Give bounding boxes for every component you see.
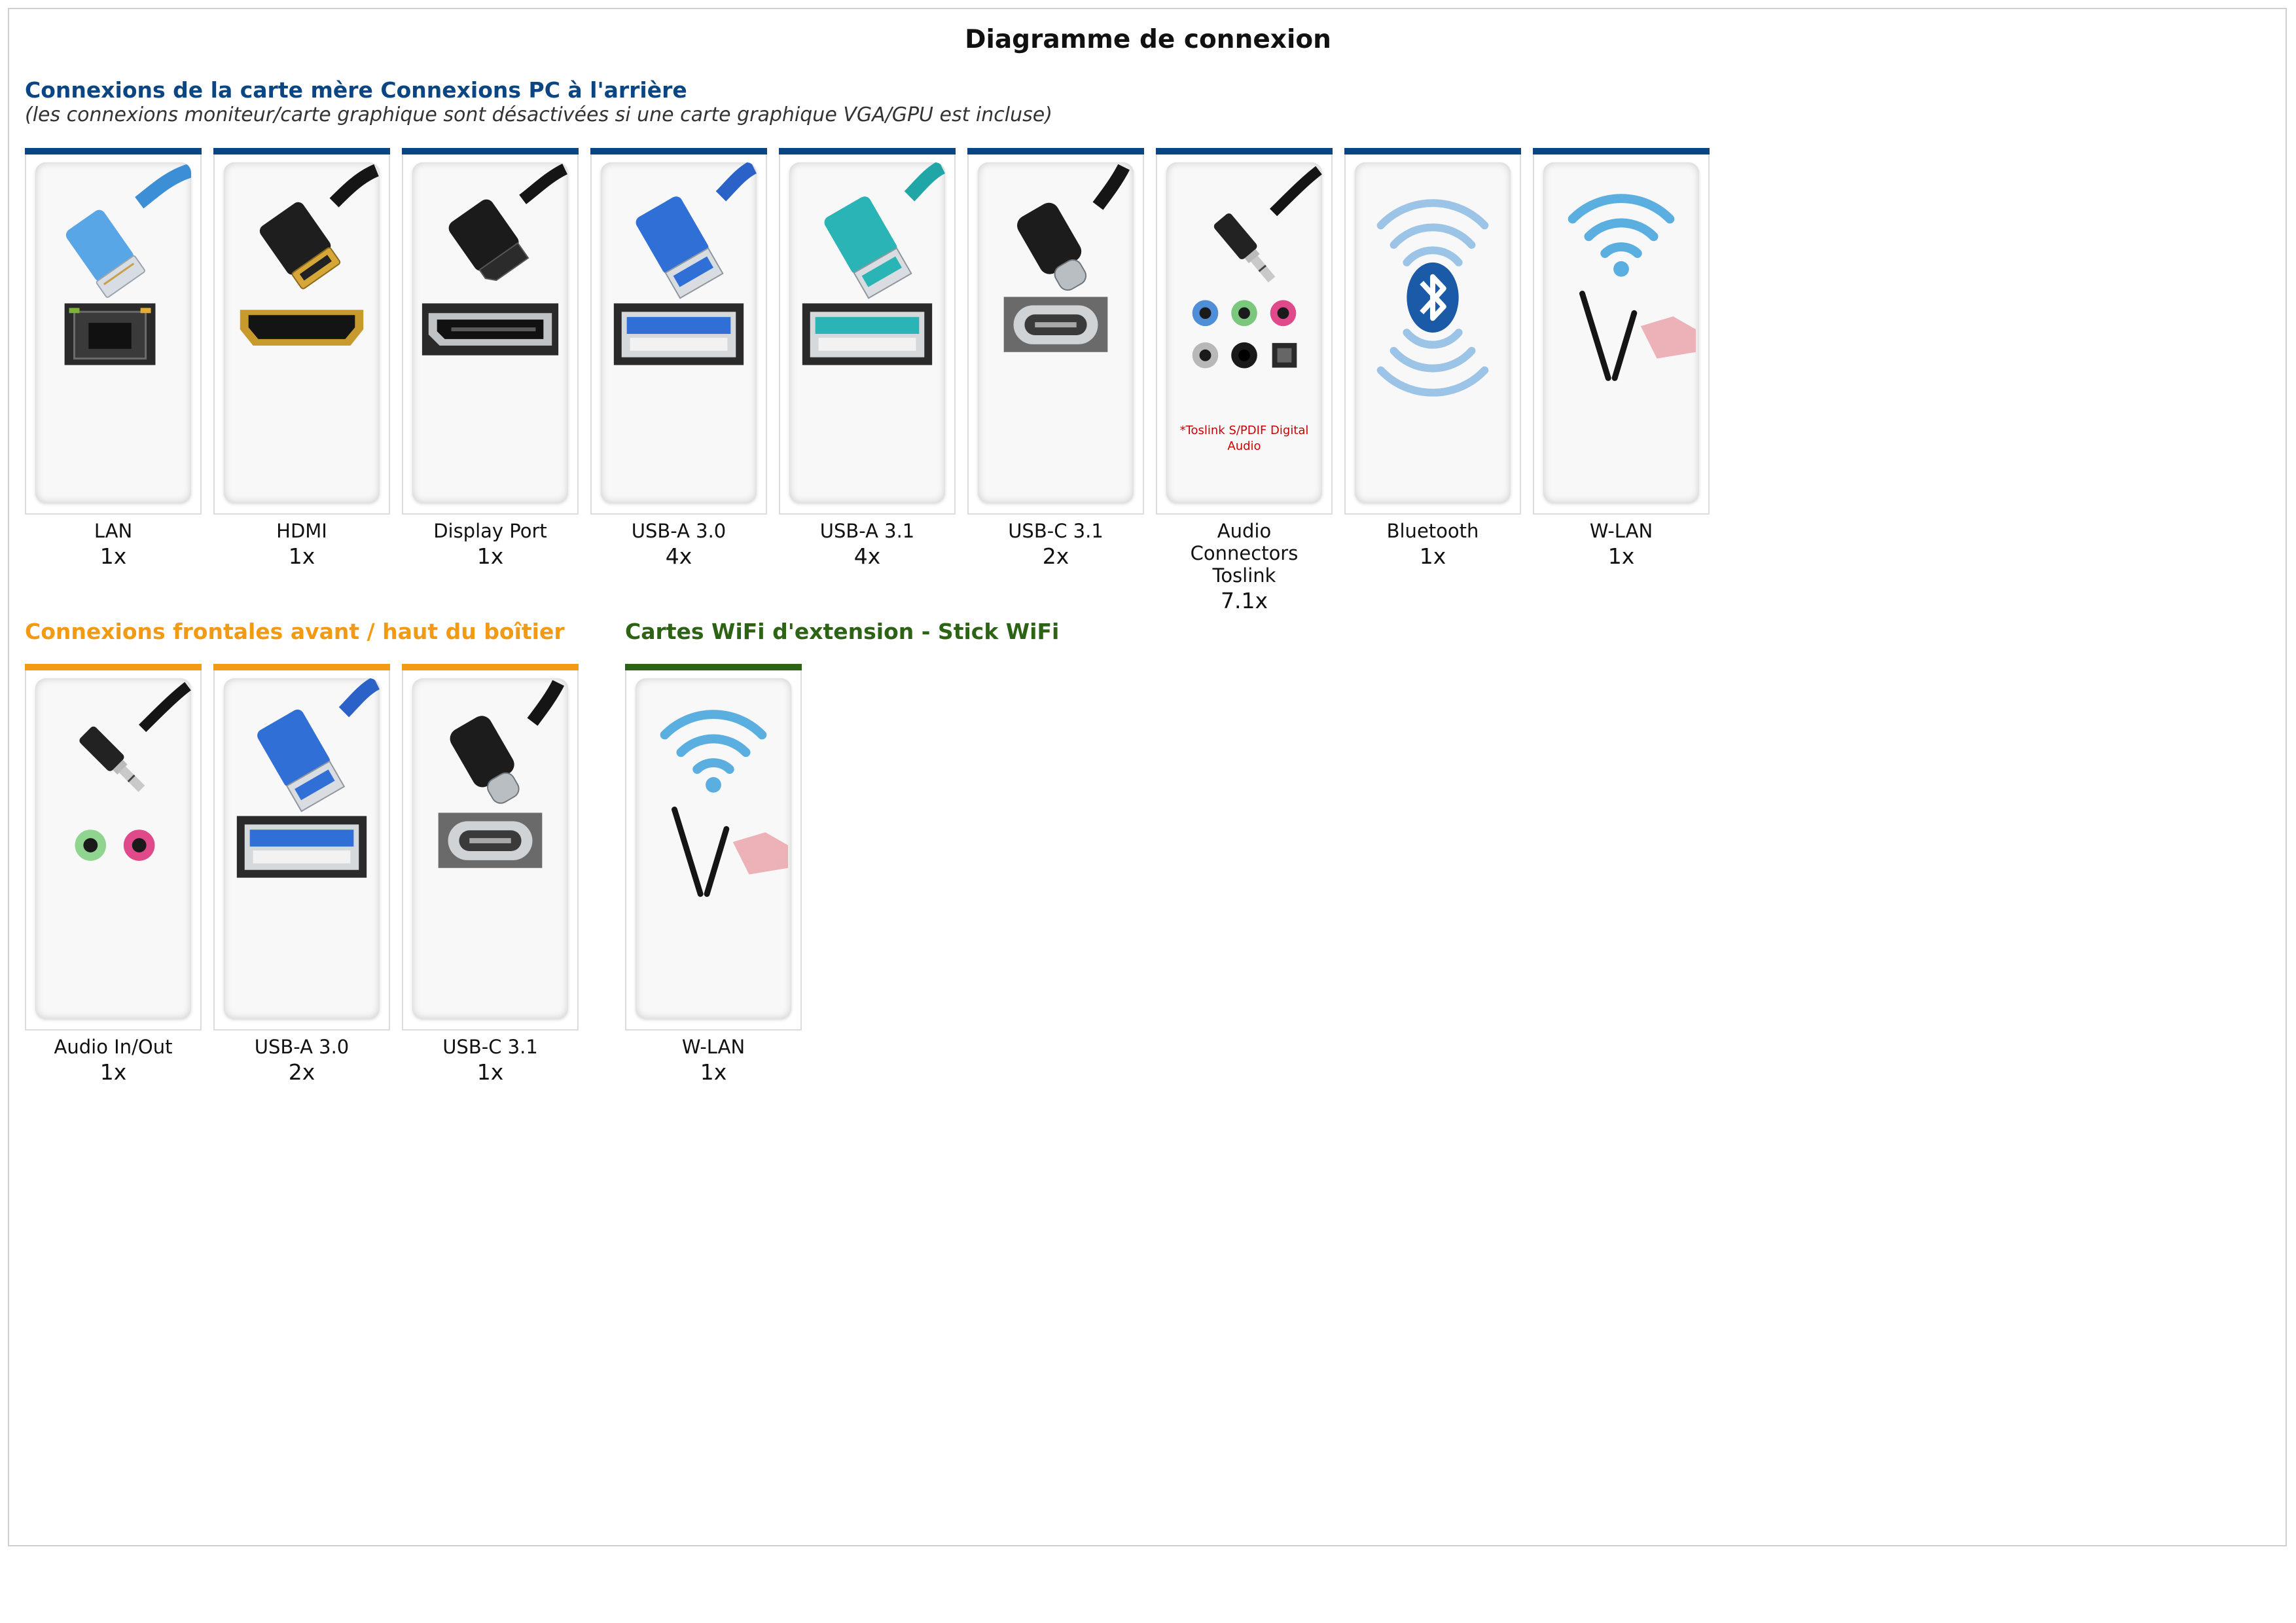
connector-count: 4x (853, 543, 881, 569)
connector-card-audio-toslink: *Toslink S/PDIF Digital Audio Audio Conn… (1156, 148, 1333, 614)
connector-tile (224, 162, 380, 503)
connector-label: USB-A 3.1 (819, 520, 915, 542)
connector-count: 1x (288, 543, 315, 569)
wifi-icon (660, 710, 789, 897)
connector-count: 1x (700, 1059, 727, 1085)
diagram-frame (8, 8, 2287, 1546)
connector-label: Audio Connectors Toslink (1190, 520, 1299, 587)
usb-a-connector-icon (236, 678, 380, 878)
connector-card-displayport: Display Port 1x (402, 148, 579, 570)
card-box: *Toslink S/PDIF Digital Audio (1156, 155, 1333, 515)
usb-c-connector-icon (1003, 164, 1130, 352)
section-title-wifi: Cartes WiFi d'extension - Stick WiFi (625, 619, 1060, 644)
connector-count: 1x (99, 543, 127, 569)
category-bar (967, 148, 1144, 155)
connector-tile: *Toslink S/PDIF Digital Audio (1166, 162, 1322, 503)
card-box (213, 670, 390, 1030)
card-box (402, 670, 579, 1030)
connector-tile (224, 678, 380, 1019)
connector-card-front-usb-c-31: USB-C 3.1 1x (402, 664, 579, 1085)
connector-tile (412, 162, 568, 503)
connector-label: W-LAN (1589, 520, 1653, 542)
card-box (1533, 155, 1710, 515)
connector-count: 1x (99, 1059, 127, 1085)
connector-card-usb-a-31: USB-A 3.1 4x (779, 148, 956, 570)
category-bar (402, 664, 579, 670)
connector-count: 2x (288, 1059, 315, 1085)
bluetooth-icon (1376, 199, 1489, 397)
connector-tile (601, 162, 757, 503)
connector-label: USB-A 3.0 (631, 520, 726, 542)
category-bar (1156, 148, 1333, 155)
connector-card-audio-in-out: Audio In/Out 1x (25, 664, 202, 1085)
category-bar (1533, 148, 1710, 155)
audio-jack-icon (75, 682, 191, 861)
connector-count: 1x (476, 543, 504, 569)
card-box (779, 155, 956, 515)
connector-tile (636, 678, 791, 1019)
connector-label: USB-C 3.1 (1008, 520, 1103, 542)
category-bar (625, 664, 802, 670)
connector-count: 1x (1419, 543, 1446, 569)
connector-tile (1543, 162, 1699, 503)
page-title: Diagramme de connexion (965, 25, 1331, 54)
connector-label: W-LAN (681, 1036, 745, 1058)
connector-tile (35, 162, 191, 503)
connector-label: USB-C 3.1 (442, 1036, 538, 1058)
connector-tile (412, 678, 568, 1019)
audio-jack-icon (1192, 166, 1322, 369)
hdmi-connector-icon (240, 164, 380, 346)
category-bar (590, 148, 767, 155)
connector-card-bluetooth: Bluetooth 1x (1344, 148, 1521, 570)
connector-count: 1x (1607, 543, 1635, 569)
displayport-connector-icon (422, 164, 568, 356)
card-box (25, 670, 202, 1030)
connector-card-lan: LAN 1x (25, 148, 202, 570)
category-bar (25, 664, 202, 670)
connector-tile (978, 162, 1134, 503)
category-bar (779, 148, 956, 155)
category-bar (1344, 148, 1521, 155)
connector-label: HDMI (276, 520, 327, 542)
section-title-motherboard: Connexions de la carte mère Connexions P… (25, 77, 687, 103)
toslink-note: *Toslink S/PDIF Digital Audio (1179, 424, 1309, 453)
connector-card-usb-c-31: USB-C 3.1 2x (967, 148, 1144, 570)
connector-count: 1x (476, 1059, 504, 1085)
connector-count: 4x (665, 543, 692, 569)
lan-connector-icon (64, 163, 191, 365)
card-box (402, 155, 579, 515)
card-box (625, 670, 802, 1030)
connector-label: LAN (94, 520, 133, 542)
category-bar (402, 148, 579, 155)
connector-count: 2x (1042, 543, 1069, 569)
connector-card-front-usb-a-30: USB-A 3.0 2x (213, 664, 390, 1085)
connector-tile (35, 678, 191, 1019)
card-box (967, 155, 1144, 515)
usb-a-connector-icon (613, 162, 757, 365)
connector-label: Audio In/Out (54, 1036, 173, 1058)
section-note-motherboard: (les connexions moniteur/carte graphique… (25, 103, 1052, 126)
category-bar (25, 148, 202, 155)
connector-label: Bluetooth (1386, 520, 1479, 542)
connector-label: Display Port (433, 520, 547, 542)
card-box (1344, 155, 1521, 515)
card-box (590, 155, 767, 515)
category-bar (213, 664, 390, 670)
connector-tile (1355, 162, 1511, 503)
connector-label: USB-A 3.0 (254, 1036, 350, 1058)
connector-card-wlan: W-LAN 1x (1533, 148, 1710, 570)
section-title-front: Connexions frontales avant / haut du boî… (25, 619, 565, 644)
connector-card-usb-a-30: USB-A 3.0 4x (590, 148, 767, 570)
usb-c-connector-icon (438, 680, 564, 868)
card-box (213, 155, 390, 515)
card-box (25, 155, 202, 515)
connector-count: 7.1x (1220, 588, 1268, 613)
connector-card-hdmi: HDMI 1x (213, 148, 390, 570)
connector-tile (789, 162, 945, 503)
usb-a-connector-icon (802, 162, 945, 365)
connector-card-wifi-stick: W-LAN 1x (625, 664, 802, 1085)
category-bar (213, 148, 390, 155)
wifi-icon (1568, 194, 1696, 381)
